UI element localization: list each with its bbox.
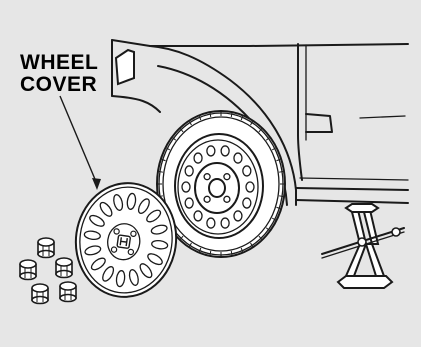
wheel-cover-stud-hole: [128, 249, 134, 255]
wheel-cover-stud-hole: [114, 228, 120, 234]
callout-line-2: COVER: [20, 74, 130, 96]
callout-line-1: WHEEL: [20, 52, 130, 74]
tread-tick: [210, 113, 211, 117]
rim-vent-hole: [185, 166, 193, 176]
callout-arrowhead: [92, 178, 101, 190]
hub-stud: [224, 174, 230, 180]
rim-vent-hole: [182, 182, 190, 192]
hub-stud: [204, 196, 210, 202]
rim-vent-hole: [207, 218, 215, 228]
rim-vent-hole: [221, 218, 229, 228]
rim-vent-hole: [207, 146, 215, 156]
tread-tick: [231, 251, 232, 255]
rim-vent-hole: [234, 153, 242, 163]
wheel-cover-callout-label: WHEEL COVER: [20, 52, 130, 96]
tread-tick: [210, 251, 211, 255]
rim-vent-hole: [185, 198, 193, 208]
wheel-cover-stud-hole: [111, 247, 117, 253]
rim-vent-hole: [194, 211, 202, 221]
rim-vent-hole: [246, 182, 254, 192]
lug-nuts: [20, 238, 76, 304]
rim-vent-hole: [221, 146, 229, 156]
tread-tick: [159, 171, 163, 172]
tread-tick: [279, 171, 283, 172]
wheel-cover-stud-hole: [130, 231, 136, 237]
lug-nut: [56, 258, 72, 278]
lug-nut: [38, 238, 54, 258]
rim-vent-hole: [234, 211, 242, 221]
rim-vent-hole: [243, 198, 251, 208]
hub-stud: [204, 174, 210, 180]
lug-nut: [20, 260, 36, 280]
scissor-jack: [322, 204, 404, 288]
callout-pointer: [60, 96, 97, 184]
tread-tick: [231, 113, 232, 117]
lug-nut: [32, 284, 48, 304]
tread-tick: [279, 196, 283, 197]
lug-nut: [60, 282, 76, 302]
rim-vent-hole: [194, 153, 202, 163]
rim-vent-hole: [243, 166, 251, 176]
hub-stud: [224, 196, 230, 202]
